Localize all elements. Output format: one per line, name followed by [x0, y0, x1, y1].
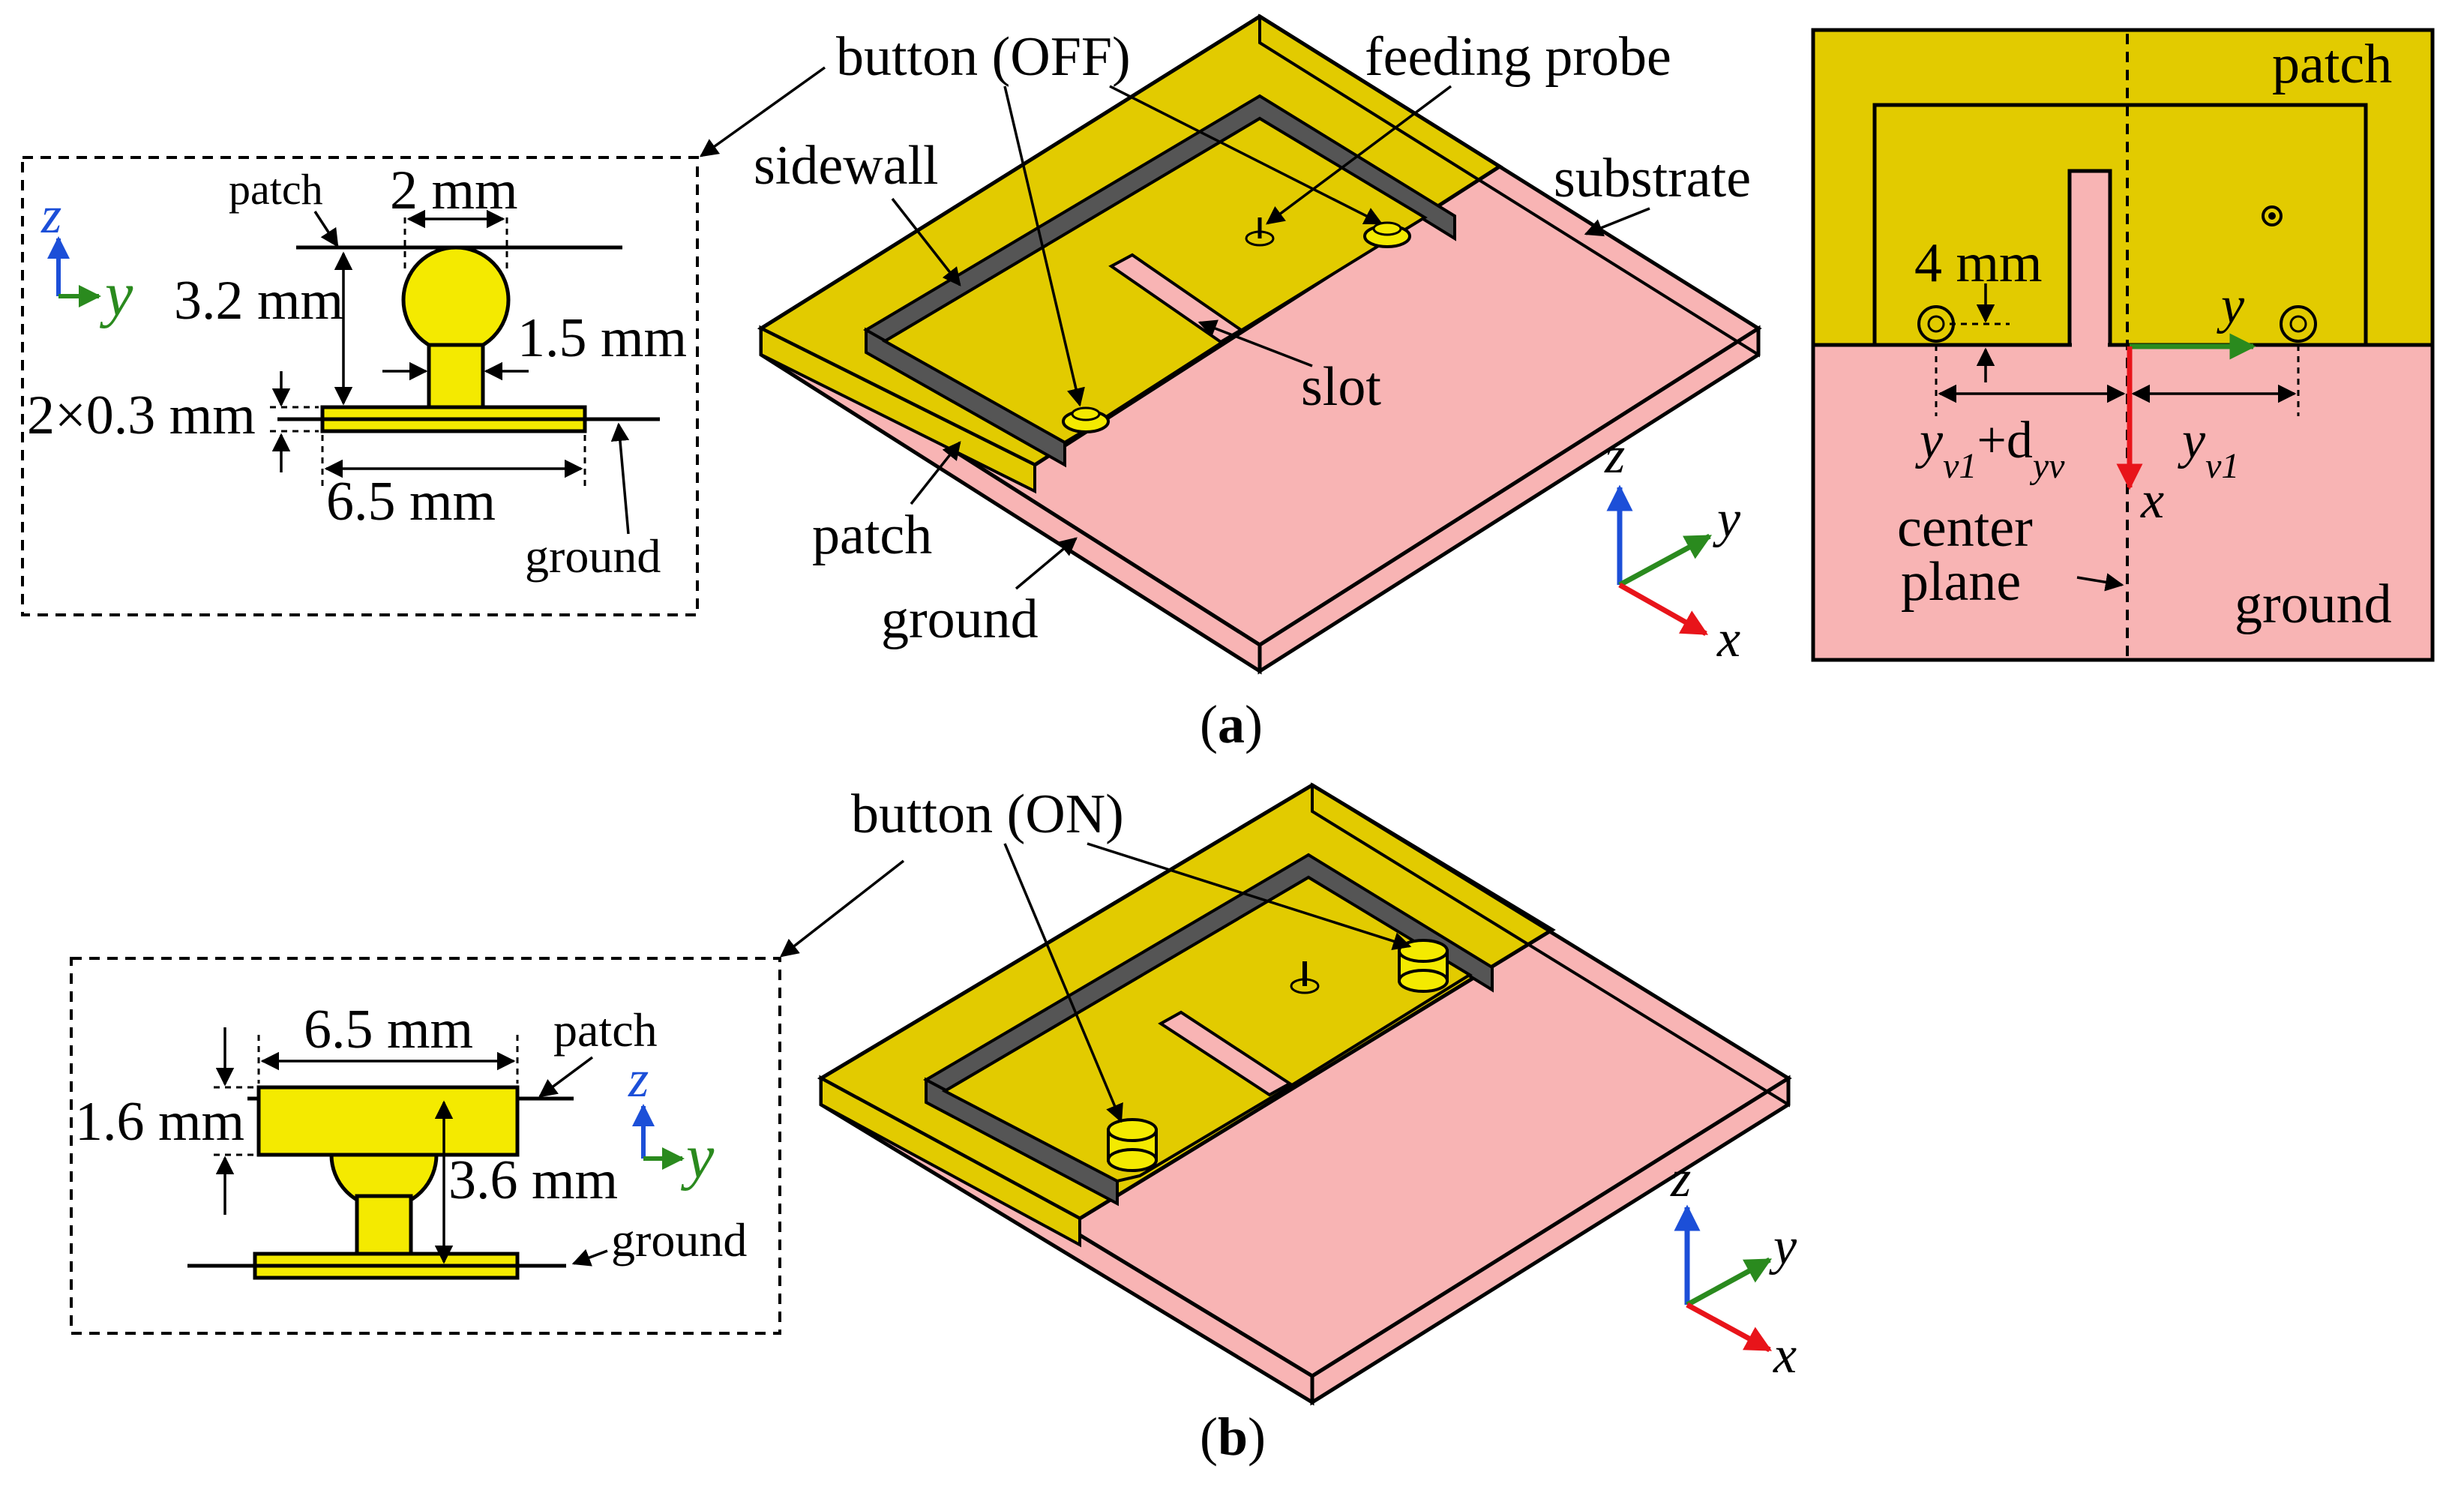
inset-b-ground-label: ground — [611, 1213, 747, 1267]
button-on-2 — [1107, 1118, 1158, 1172]
top-view-slot — [2067, 169, 2112, 347]
dim-2mm-label: 2 mm — [390, 160, 518, 221]
feeding-probe-b — [1290, 961, 1320, 994]
substrate-label: substrate — [1554, 148, 1751, 209]
ground-leader — [610, 422, 630, 535]
button-ball — [401, 245, 511, 355]
sidewall-leader — [891, 197, 961, 286]
panel-b: 6.5 mm patch 1.6 mm 3.6 mm ground z y — [70, 782, 1797, 1467]
inset-b-patch-label: patch — [553, 1003, 658, 1057]
patch-side-b — [820, 1075, 1081, 1248]
via-left — [1917, 305, 1955, 343]
dim-thickness-label: 2×0.3 mm — [27, 385, 256, 446]
iso-axis-y: y — [1713, 490, 1741, 548]
axes-triad-b: z y x — [1670, 1150, 1797, 1384]
top-view-probe — [2262, 205, 2283, 226]
slot-b — [1158, 1010, 1293, 1097]
center-plane-label-1: center — [1897, 497, 2033, 559]
caption-b: (b) — [1200, 1407, 1266, 1467]
slot-label: slot — [1301, 356, 1381, 418]
center-plane-label-2: plane — [1901, 551, 2021, 613]
button-on-1 — [1398, 939, 1449, 993]
patch-side — [760, 325, 1036, 494]
inset-b-patch-leader — [538, 1056, 594, 1098]
inset-b-ground-leader — [571, 1249, 608, 1267]
slot-leader — [1198, 319, 1313, 367]
axis-z-label: z — [40, 187, 61, 244]
iso-axis-x: x — [1716, 610, 1740, 668]
dim-1-5mm-label: 1.5 mm — [517, 307, 687, 369]
yv1-label: yv1 — [2178, 412, 2239, 486]
button-off-1 — [1363, 221, 1411, 248]
axis-y-label: y — [99, 259, 133, 329]
center-plane-leader — [2076, 573, 2124, 592]
iso-axis-z: z — [1604, 427, 1625, 484]
button-off-leader-2 — [1003, 85, 1085, 407]
inset-b-neck — [355, 1194, 413, 1258]
button-neck — [427, 343, 485, 411]
axes-triad-a: z y x — [1604, 427, 1741, 668]
dim-b-3-6mm-label: 3.6 mm — [448, 1150, 618, 1211]
sidewall-label: sidewall — [754, 135, 939, 196]
button-off-leader-1 — [1109, 85, 1383, 225]
iso-b-axis-z: z — [1670, 1150, 1691, 1208]
inset-ground-label: ground — [525, 529, 661, 583]
button-on-leader-2 — [1003, 843, 1123, 1123]
dim-4mm-label: 4 mm — [1914, 232, 2043, 294]
feeding-probe-leader — [1266, 85, 1452, 225]
dim-6-5mm-label: 6.5 mm — [326, 471, 496, 532]
inset-button-off: z y patch 2 mm 3.2 mm — [21, 66, 826, 616]
button-on-leader-1 — [1087, 842, 1412, 950]
inset-frame — [21, 156, 699, 616]
iso-b-axis-y: y — [1769, 1218, 1797, 1276]
inset-b-axis-y: y — [680, 1122, 715, 1192]
iso-b-axis-x: x — [1773, 1327, 1797, 1384]
yv1-dyv-label: yv1+dyv — [1915, 412, 2065, 486]
caption-a: (a) — [1200, 694, 1263, 754]
patch-leader-main — [910, 441, 961, 505]
button-on-label: button (ON) — [851, 784, 1124, 845]
panel-a: z y patch 2 mm 3.2 mm — [21, 13, 2435, 754]
inset-b-leader — [780, 859, 905, 958]
feeding-probe — [1245, 217, 1275, 247]
patch-leader — [313, 211, 339, 248]
substrate-top-wall-b — [1311, 782, 1790, 1108]
dim-b-1-6mm-label: 1.6 mm — [75, 1091, 244, 1153]
inset-b-axis-z: z — [628, 1051, 649, 1108]
inset-b-block — [256, 1085, 520, 1157]
inset-b-frame — [70, 957, 781, 1335]
via-right — [2280, 305, 2317, 343]
patch-label: patch — [812, 505, 932, 566]
dim-b-6-5mm-label: 6.5 mm — [304, 999, 473, 1060]
top-axis-y-label: y — [2217, 277, 2245, 334]
inset-button-on: 6.5 mm patch 1.6 mm 3.6 mm ground z y — [70, 859, 905, 1335]
top-view: 4 mm y x yv1+dyv yv1 patch center plane … — [1811, 28, 2435, 662]
button-off-2 — [1062, 406, 1110, 433]
ground-label: ground — [881, 589, 1039, 650]
top-view-patch-label: patch — [2272, 34, 2392, 95]
feeding-probe-label: feeding probe — [1365, 26, 1671, 88]
ground-leader-main — [1015, 537, 1078, 590]
iso-antenna-off: button (OFF) feeding probe sidewall subs… — [754, 13, 1762, 675]
iso-antenna-on: button (ON) z y x — [817, 782, 1797, 1406]
dim-3-2mm-label: 3.2 mm — [174, 270, 343, 331]
substrate-leader — [1584, 207, 1650, 237]
inset-patch-label: patch — [229, 165, 323, 214]
top-axis-x-label: x — [2140, 472, 2164, 529]
top-view-ground-label: ground — [2235, 574, 2392, 635]
button-off-label: button (OFF) — [836, 26, 1131, 88]
inset-leader — [700, 66, 826, 157]
top-view-patch — [1811, 28, 2435, 347]
